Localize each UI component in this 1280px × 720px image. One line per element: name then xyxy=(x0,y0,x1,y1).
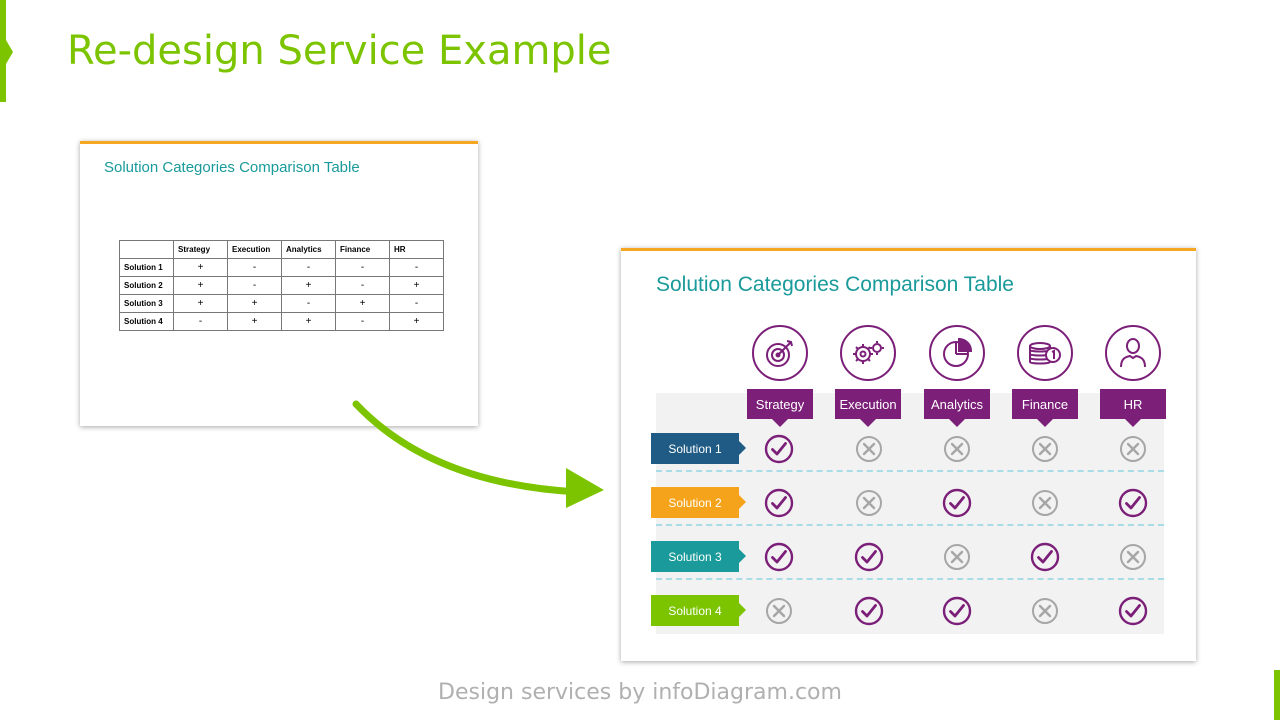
check-circle-icon xyxy=(854,542,884,572)
check-circle-icon xyxy=(1118,488,1148,518)
x-circle-icon xyxy=(1030,596,1060,626)
x-circle-icon xyxy=(1118,434,1148,464)
before-slide: Solution Categories Comparison Table Str… xyxy=(80,141,478,426)
before-comparison-table: Strategy Execution Analytics Finance HR … xyxy=(119,240,444,331)
row-label-text: Solution 2 xyxy=(668,495,722,510)
category-label-execution: Execution xyxy=(835,389,901,427)
row-divider xyxy=(656,578,1164,580)
row-label-text: Solution 4 xyxy=(668,603,722,618)
check-circle-icon xyxy=(942,488,972,518)
row-label-solution-2: Solution 2 xyxy=(651,487,746,518)
check-circle-icon xyxy=(764,488,794,518)
category-label-strategy: Strategy xyxy=(747,389,813,427)
row-label-solution-1: Solution 1 xyxy=(651,433,746,464)
category-label-hr: HR xyxy=(1100,389,1166,427)
row-label-text: Solution 3 xyxy=(668,549,722,564)
table-cell: - xyxy=(173,312,228,331)
x-circle-icon xyxy=(1030,434,1060,464)
row-label-text: Solution 1 xyxy=(668,441,722,456)
check-circle-icon xyxy=(942,596,972,626)
table-row: Solution 3 + + - + - xyxy=(119,294,444,313)
x-circle-icon xyxy=(1118,542,1148,572)
after-slide: Solution Categories Comparison Table xyxy=(621,248,1196,661)
pie-chart-icon xyxy=(929,325,985,381)
accent-bar xyxy=(0,0,6,102)
check-circle-icon xyxy=(1030,542,1060,572)
x-circle-icon xyxy=(942,542,972,572)
check-circle-icon xyxy=(764,434,794,464)
after-slide-title: Solution Categories Comparison Table xyxy=(656,273,1014,296)
table-row: Solution 1 + - - - - xyxy=(119,258,444,277)
target-icon xyxy=(752,325,808,381)
row-divider xyxy=(656,470,1164,472)
table-row: Solution 2 + - + - + xyxy=(119,276,444,295)
check-circle-icon xyxy=(854,596,884,626)
row-label: Solution 4 xyxy=(119,312,174,331)
accent-notch xyxy=(6,40,13,64)
row-divider xyxy=(656,524,1164,526)
category-label-finance: Finance xyxy=(1012,389,1078,427)
comparison-grid-background xyxy=(656,393,1164,634)
person-icon xyxy=(1105,325,1161,381)
row-label-solution-4: Solution 4 xyxy=(651,595,746,626)
row-label-solution-3: Solution 3 xyxy=(651,541,746,572)
x-circle-icon xyxy=(854,488,884,518)
table-cell: - xyxy=(335,312,390,331)
table-cell: + xyxy=(389,312,444,331)
check-circle-icon xyxy=(1118,596,1148,626)
x-circle-icon xyxy=(942,434,972,464)
coins-icon xyxy=(1017,325,1073,381)
page-title: Re-design Service Example xyxy=(67,28,612,74)
before-slide-title: Solution Categories Comparison Table xyxy=(104,159,360,176)
check-circle-icon xyxy=(764,542,794,572)
corner-accent-bar xyxy=(1274,670,1280,720)
footer-credit: Design services by infoDiagram.com xyxy=(438,680,842,705)
x-circle-icon xyxy=(854,434,884,464)
table-row: Solution 4 - + + - + xyxy=(119,312,444,331)
category-label-analytics: Analytics xyxy=(924,389,990,427)
x-circle-icon xyxy=(1030,488,1060,518)
gears-icon xyxy=(840,325,896,381)
x-circle-icon xyxy=(764,596,794,626)
